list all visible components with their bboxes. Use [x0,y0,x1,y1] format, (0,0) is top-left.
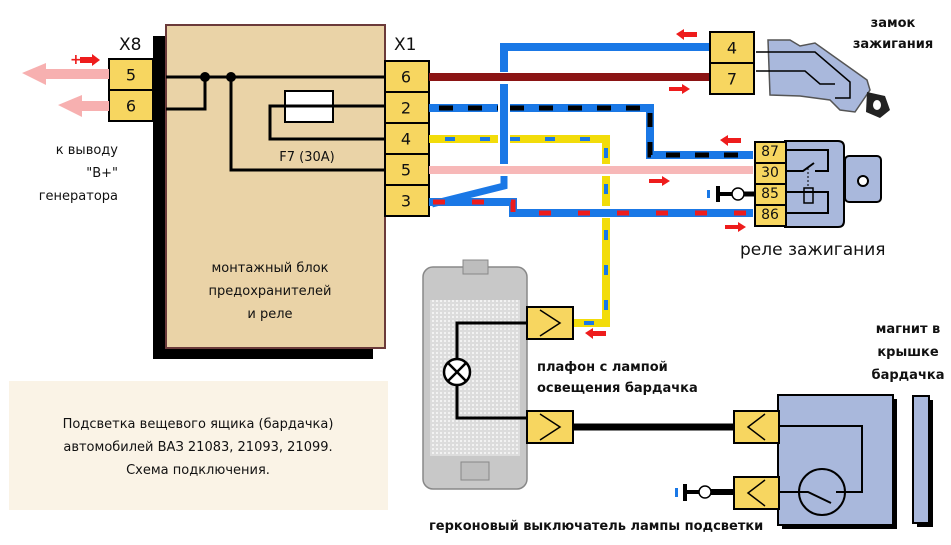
title-line-3: Схема подключения. [126,463,270,478]
fuse-label: F7 (30A) [279,150,334,165]
ignition-pin-7: 7 [727,70,737,89]
magnet-label-2: крышке [877,345,939,360]
reed-switch-label: герконовый выключатель лампы подсветки [429,519,763,534]
generator-wire-arrows [22,63,109,117]
arrow-left-icon [676,29,697,40]
title-line-2: автомобилей ВАЗ 21083, 21093, 21099. [63,440,332,455]
fuse-block-label-1: монтажный блок [212,261,329,276]
ground-icon [675,484,734,501]
glovebox-lamp [422,259,528,490]
magnet [912,395,933,527]
relay-label: реле зажигания [740,240,886,260]
generator-label-2: "B+" [86,166,118,181]
x8-pin-6: 6 [126,97,136,116]
generator-label-1: к выводу [56,143,119,158]
wire-blue-red [429,198,753,217]
wire-yellow-blue [429,135,610,327]
title-line-1: Подсветка вещевого ящика (бардачка) [63,417,334,432]
ignition-label-1: замок [871,16,916,31]
arrow-left-icon [585,328,606,339]
current-arrow-icon [80,54,100,66]
ignition-connector [709,31,755,95]
x1-label: X1 [394,35,416,55]
ignition-switch-icon [756,39,890,118]
fuse-block-label-3: и реле [247,307,292,322]
ignition-pin-4: 4 [727,39,737,58]
arrow-left-icon [720,135,741,146]
x8-pin-5: 5 [126,66,136,85]
ignition-label-2: зажигания [853,37,933,52]
magnet-label-3: бардачка [872,368,945,383]
lamp-connector-bottom [526,410,574,444]
arrow-right-icon [725,222,746,232]
arrow-right-icon [649,176,670,186]
x1-pin-2: 2 [401,99,411,118]
reed-connector-bottom [733,476,780,510]
lamp-label-1: плафон с лампой [537,360,668,375]
fuse-block [153,24,386,359]
fuse-block-label-2: предохранителей [209,284,332,299]
ground-icon [707,186,755,202]
x1-pin-6: 6 [401,68,411,87]
relay-pin-85: 85 [761,186,779,202]
x8-label: X8 [119,35,141,55]
ignition-relay [754,140,882,228]
magnet-label-1: магнит в [876,322,941,337]
relay-pin-30: 30 [761,165,779,181]
title-panel [9,381,388,510]
lamp-label-2: освещения бардачка [537,381,698,396]
connector-x1 [384,60,430,217]
arrow-right-icon [669,84,690,94]
relay-pin-87: 87 [761,144,779,160]
reed-switch [777,394,897,529]
wire-blue-black [429,104,753,159]
x1-pin-3: 3 [401,192,411,211]
x1-pin-5: 5 [401,161,411,180]
x1-pin-4: 4 [401,130,411,149]
lamp-connector-top [526,306,574,340]
generator-label-3: генератора [39,189,118,204]
relay-pin-86: 86 [761,207,779,223]
plus-sign: + [70,52,82,68]
reed-connector-top [733,410,780,444]
